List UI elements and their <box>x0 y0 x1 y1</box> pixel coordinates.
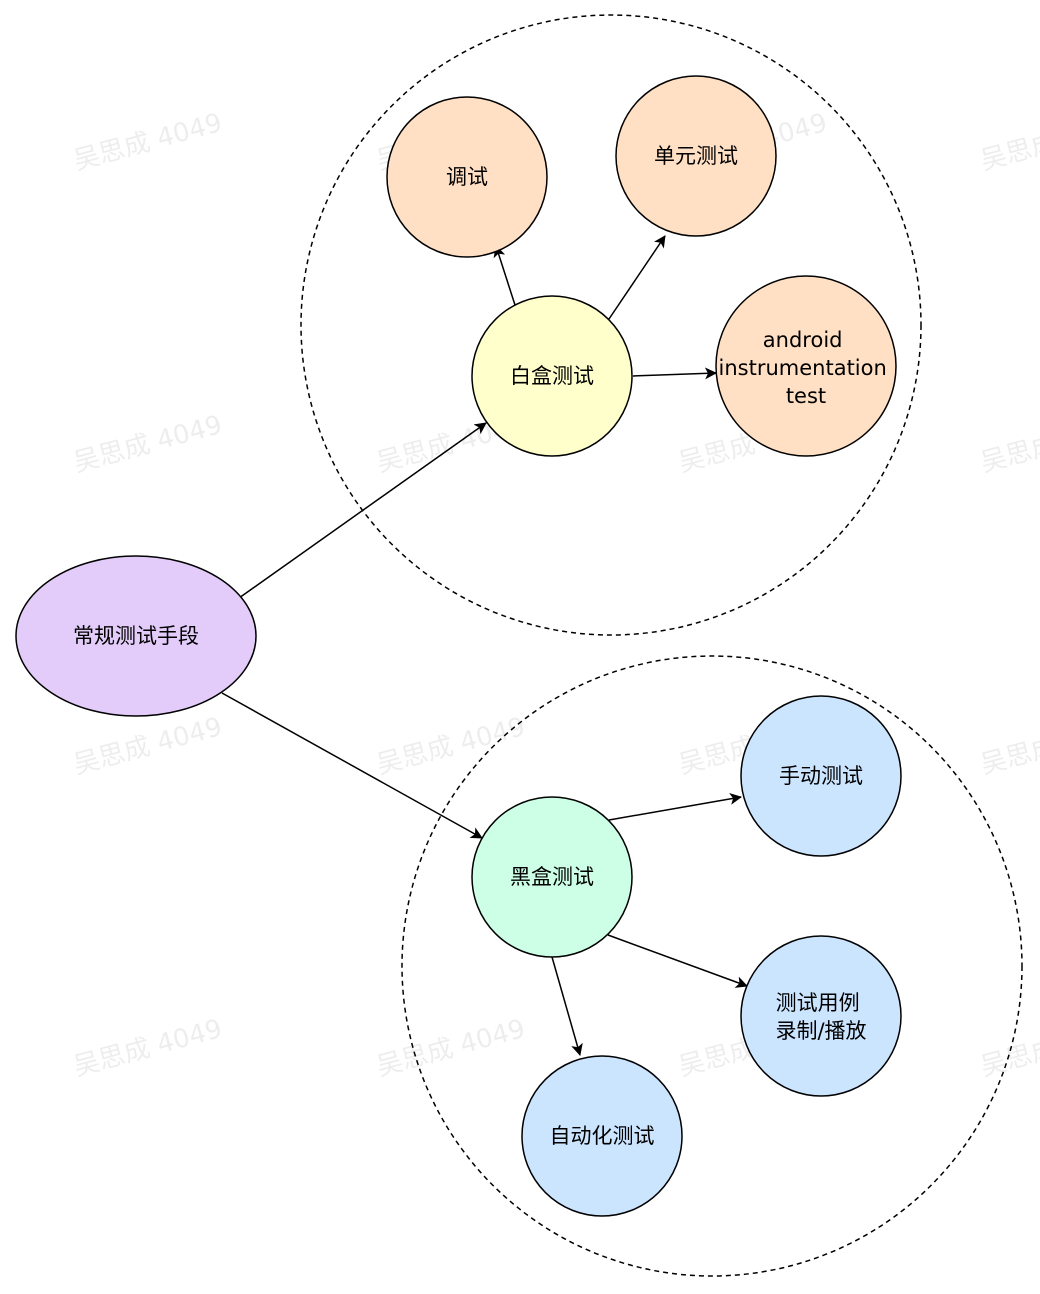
watermark-text-11: 吴思成 4049 <box>977 712 1040 780</box>
edge-root-to-black-box <box>221 692 483 839</box>
node-record-play-shape <box>740 935 902 1097</box>
edge-black-box-to-record-play <box>607 934 748 988</box>
node-android-test: android instrumentation test <box>715 275 897 457</box>
watermark-text-13: 吴思成 4049 <box>373 1014 528 1082</box>
edge-black-box-to-manual-test <box>608 792 742 821</box>
node-record-play: 测试用例 录制/播放 <box>740 935 902 1097</box>
node-auto-test-label: 自动化测试 <box>550 1124 655 1148</box>
node-unit-test-label: 单元测试 <box>654 144 738 168</box>
watermark-text-12: 吴思成 4049 <box>70 1014 225 1082</box>
node-manual-test-shape <box>740 695 902 857</box>
node-black-box-label: 黑盒测试 <box>510 865 594 889</box>
node-debug-shape <box>386 96 548 258</box>
node-android-test-line-3: test <box>786 384 826 408</box>
node-white-box-shape <box>471 295 633 457</box>
node-debug: 调试 <box>386 96 548 258</box>
white-box-group-boundary <box>300 14 922 636</box>
watermark-text-0: 吴思成 4049 <box>70 108 225 176</box>
watermark-text-8: 吴思成 4049 <box>70 712 225 780</box>
edge-root-to-white-box <box>207 422 487 621</box>
node-android-test-line-1: android <box>763 328 843 352</box>
edge-white-box-to-debug <box>493 245 516 306</box>
edge-black-box-to-auto-test <box>551 956 583 1056</box>
black-box-group-boundary <box>401 655 1023 1277</box>
node-white-box: 白盒测试 <box>471 295 633 457</box>
edge-white-box-to-unit-test <box>608 235 666 320</box>
node-black-box-shape <box>471 796 633 958</box>
node-android-test-label: android instrumentation test <box>719 328 894 408</box>
node-record-play-label: 测试用例 录制/播放 <box>775 991 866 1043</box>
watermark-text-15: 吴思成 4049 <box>977 1014 1040 1082</box>
node-root-label: 常规测试手段 <box>73 624 199 648</box>
node-android-test-line-2: instrumentation <box>719 356 887 380</box>
node-auto-test-shape <box>521 1055 683 1217</box>
node-record-play-line-1: 测试用例 <box>776 991 860 1015</box>
watermark-text-3: 吴思成 4049 <box>977 108 1040 176</box>
watermark-text-4: 吴思成 4049 <box>70 410 225 478</box>
node-root-shape <box>15 555 257 717</box>
node-record-play-line-2: 录制/播放 <box>775 1019 866 1043</box>
node-auto-test: 自动化测试 <box>521 1055 683 1217</box>
node-unit-test-shape <box>615 75 777 237</box>
watermark-text-9: 吴思成 4049 <box>373 712 528 780</box>
node-manual-test: 手动测试 <box>740 695 902 857</box>
edge-white-box-to-android-test <box>632 367 717 380</box>
node-root: 常规测试手段 <box>15 555 257 717</box>
watermark-text-7: 吴思成 4049 <box>977 410 1040 478</box>
node-white-box-label: 白盒测试 <box>510 364 594 388</box>
node-manual-test-label: 手动测试 <box>779 764 863 788</box>
node-unit-test: 单元测试 <box>615 75 777 237</box>
node-debug-label: 调试 <box>446 165 488 189</box>
node-black-box: 黑盒测试 <box>471 796 633 958</box>
node-android-test-shape <box>715 275 897 457</box>
